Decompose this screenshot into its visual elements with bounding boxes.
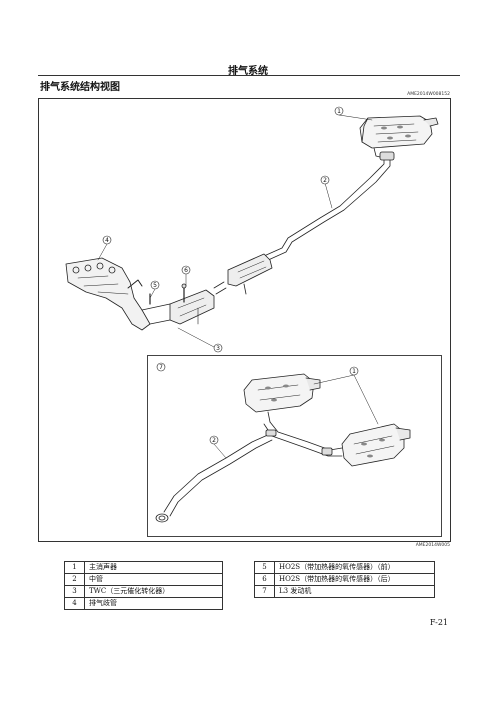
middle-pipe-drawing [263,151,395,262]
svg-text:1: 1 [352,368,356,375]
legend-description: 中管 [84,573,223,586]
svg-text:3: 3 [216,345,220,352]
legend-number: 6 [254,573,275,586]
figure-frame [38,98,451,542]
legend-row: 7 L3 发动机 [254,585,435,598]
exhaust-manifold-drawing [65,257,171,331]
legend-description: HO2S（带加热器的氧传感器）（前） [274,561,435,574]
svg-text:2: 2 [212,437,216,444]
callout-main-5: 5 [150,280,160,290]
legend-description: L3 发动机 [274,585,435,598]
callout-inset-7: 7 [156,362,166,372]
legend-row: 6 HO2S（带加热器的氧传感器）（后） [254,573,435,586]
svg-text:1: 1 [337,108,341,115]
legend-description: 主消声器 [84,561,223,574]
figure-code-bottom: AME2014W005 [415,543,450,548]
svg-text:4: 4 [105,237,109,244]
catalytic-converter-drawing [169,283,215,325]
legend-number: 2 [64,573,85,586]
callout-main-6: 6 [181,265,191,275]
legend-description: TWC（三元催化转化器） [84,585,223,598]
legend-row: 5 HO2S（带加热器的氧传感器）（前） [254,561,435,574]
legend-number: 5 [254,561,275,574]
legend-number: 1 [64,561,85,574]
inset-upper-muffler-drawing [243,373,321,423]
legend-number: 3 [64,585,85,598]
callout-main-2: 2 [320,175,330,185]
legend-number: 7 [254,585,275,598]
callout-main-1: 1 [334,106,344,116]
legend-table-right: 5 HO2S（带加热器的氧传感器）（前） 6 HO2S（带加热器的氧传感器）（后… [254,561,435,598]
legend-number: 4 [64,597,85,610]
legend-table-left: 1 主消声器 2 中管 3 TWC（三元催化转化器） 4 排气歧管 [64,561,223,610]
exhaust-system-diagram: 1 2 4 6 5 3 [65,106,439,523]
inset-frame [147,355,442,537]
legend-row: 2 中管 [64,573,223,586]
callout-inset-2: 2 [209,435,219,445]
resonator-drawing [213,253,273,295]
callout-main-3: 3 [213,343,223,353]
header-rule [38,75,460,76]
inset-middle-pipe-drawing [155,421,343,523]
legend-description: 排气歧管 [84,597,223,610]
section-title: 排气系统结构视图 [40,82,120,93]
figure-code-top: AME2014W008152 [407,92,450,97]
svg-text:2: 2 [323,177,327,184]
page-number: F-21 [429,618,448,627]
inset-lower-muffler-drawing [341,423,411,467]
main-muffler-drawing [359,115,439,159]
svg-text:5: 5 [153,282,157,289]
inset-leader-lines [213,374,379,459]
callout-inset-1: 1 [349,366,359,376]
svg-text:6: 6 [184,267,188,274]
page-header-title: 排气系统 [228,66,268,77]
svg-text:7: 7 [159,364,163,371]
callout-main-4: 4 [102,235,112,245]
legend-row: 3 TWC（三元催化转化器） [64,585,223,598]
legend-row: 4 排气歧管 [64,597,223,610]
legend-row: 1 主消声器 [64,561,223,574]
main-leader-lines [97,114,373,348]
legend-description: HO2S（带加热器的氧传感器）（后） [274,573,435,586]
